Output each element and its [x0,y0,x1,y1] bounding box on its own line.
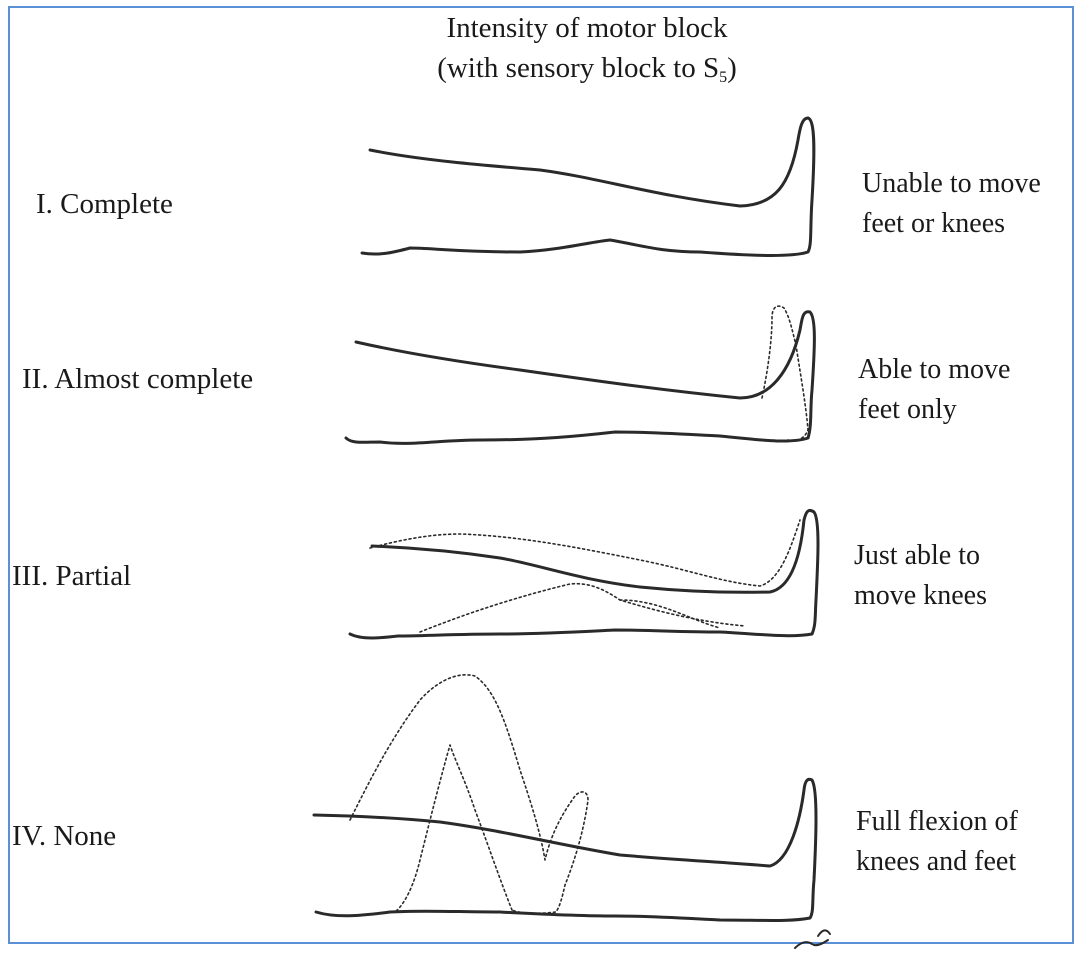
leg-level-1 [362,118,814,255]
leg-level-2 [346,306,814,443]
leg-level-4 [314,675,830,948]
leg-level-3 [350,510,818,638]
